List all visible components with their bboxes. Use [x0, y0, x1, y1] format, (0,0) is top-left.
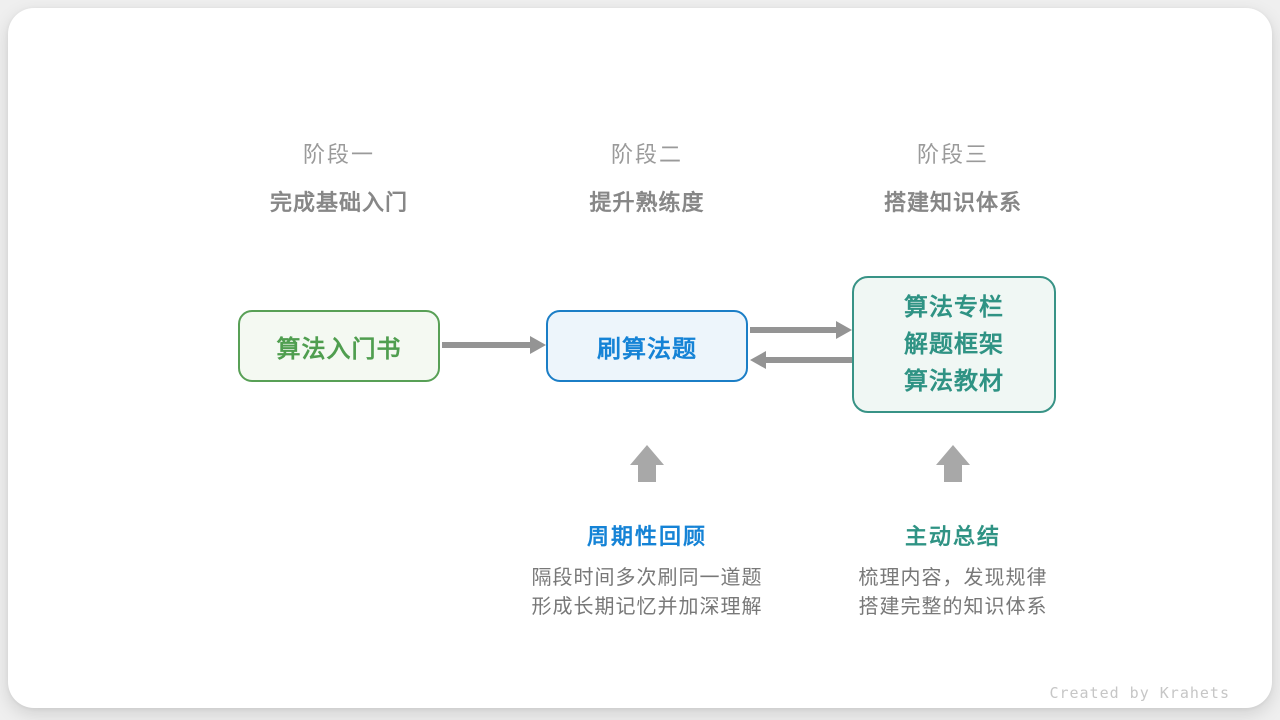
stage-1-label: 阶段一	[302, 142, 375, 167]
node-knowledge-system-line: 算法教材	[904, 368, 1004, 395]
arrow-right-icon	[442, 336, 546, 354]
arrow-up-stem	[638, 465, 656, 482]
node-knowledge-system: 算法专栏 解题框架 算法教材	[852, 276, 1056, 413]
arrow-up-stem	[944, 465, 962, 482]
arrow-up-icon	[630, 445, 664, 482]
arrow-line	[442, 342, 533, 348]
stage-2-label: 阶段二	[610, 142, 683, 167]
annotation-summary-description: 梳理内容，发现规律 搭建完整的知识体系	[783, 564, 1123, 622]
annotation-summary-line: 搭建完整的知识体系	[858, 596, 1048, 618]
stage-2-subtitle: 提升熟练度	[589, 190, 705, 215]
annotation-review-title: 周期性回顾	[586, 524, 707, 549]
arrow-up-icon	[936, 445, 970, 482]
node-intro-book: 算法入门书	[238, 310, 440, 382]
arrow-right-icon	[750, 321, 852, 339]
node-knowledge-system-line: 算法专栏	[904, 294, 1004, 321]
arrow-line	[750, 327, 839, 333]
node-intro-book-label: 算法入门书	[276, 335, 402, 363]
stage-3-subtitle: 搭建知识体系	[883, 190, 1022, 215]
annotation-summary-line: 梳理内容，发现规律	[858, 567, 1048, 589]
stage-3-label: 阶段三	[916, 142, 989, 167]
annotation-review-description: 隔段时间多次刷同一道题 形成长期记忆并加深理解	[477, 564, 817, 622]
arrow-head	[530, 336, 546, 354]
arrow-up-tip	[630, 445, 664, 465]
stage-1-subtitle: 完成基础入门	[269, 190, 408, 215]
arrow-left-icon	[750, 351, 852, 369]
annotation-review-line: 形成长期记忆并加深理解	[531, 596, 763, 618]
annotation-summary-title: 主动总结	[904, 524, 1001, 549]
node-practice-problems-label: 刷算法题	[597, 335, 697, 363]
node-practice-problems: 刷算法题	[546, 310, 748, 382]
annotation-review-line: 隔段时间多次刷同一道题	[531, 567, 763, 589]
arrow-line	[763, 357, 852, 363]
arrow-head	[836, 321, 852, 339]
node-knowledge-system-line: 解题框架	[904, 331, 1004, 358]
credit-text: Created by Krahets	[1049, 684, 1230, 702]
arrow-head	[750, 351, 766, 369]
arrow-up-tip	[936, 445, 970, 465]
diagram-card: 阶段一 完成基础入门 阶段二 提升熟练度 阶段三 搭建知识体系 算法入门书 刷算…	[8, 8, 1272, 708]
